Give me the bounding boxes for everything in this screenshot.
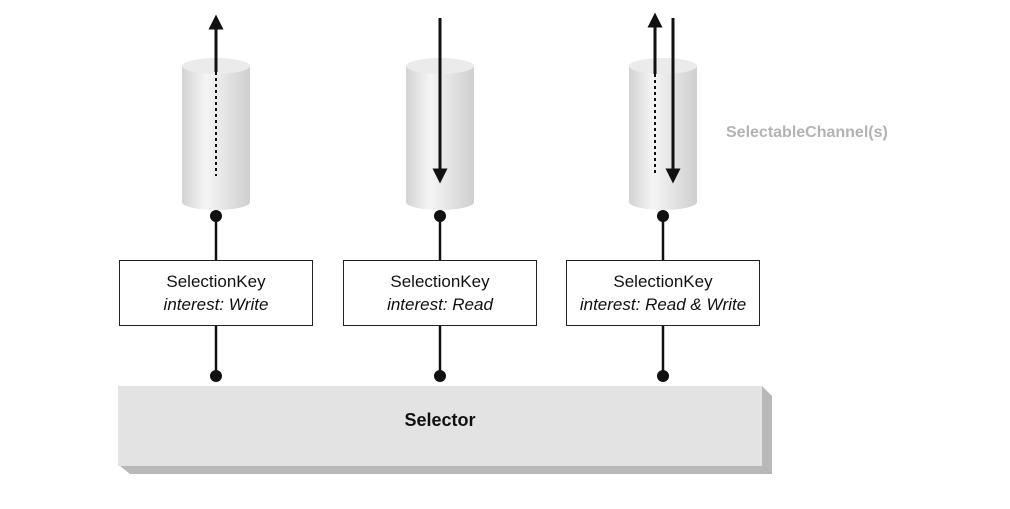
selector-bar [118, 386, 772, 474]
selection-key-name: SelectionKey [390, 272, 490, 291]
interest-value: Write [228, 295, 269, 314]
connector-2-dot-top [434, 210, 446, 222]
cylinder-3 [629, 66, 697, 210]
selection-key-interest: interest: Read [387, 293, 493, 316]
cylinder-3-top [629, 58, 697, 74]
interest-label: interest: [387, 295, 448, 314]
channel-write [182, 14, 250, 382]
selection-key-name: SelectionKey [166, 272, 266, 291]
channel-read-write [629, 12, 697, 382]
selection-key-interest: interest: Write [164, 293, 269, 316]
selection-key-read: SelectionKey interest: Read [343, 260, 537, 326]
selector-face [118, 386, 762, 466]
selection-key-read-write: SelectionKey interest: Read & Write [566, 260, 760, 326]
selection-key-write: SelectionKey interest: Write [119, 260, 313, 326]
selection-key-interest: interest: Read & Write [580, 293, 746, 316]
connector-1-dot-top [210, 210, 222, 222]
connector-1-dot-bottom [210, 370, 222, 382]
selection-key-name: SelectionKey [613, 272, 713, 291]
selectable-channels-label: SelectableChannel(s) [726, 124, 888, 141]
selector-label: Selector [404, 410, 476, 430]
channel-read [406, 18, 474, 382]
connector-3-dot-bottom [657, 370, 669, 382]
connector-3-dot-top [657, 210, 669, 222]
connector-2-dot-bottom [434, 370, 446, 382]
interest-value: Read [452, 295, 493, 314]
interest-value: Read & Write [645, 295, 747, 314]
interest-label: interest: [579, 295, 641, 314]
interest-label: interest: [163, 295, 225, 314]
